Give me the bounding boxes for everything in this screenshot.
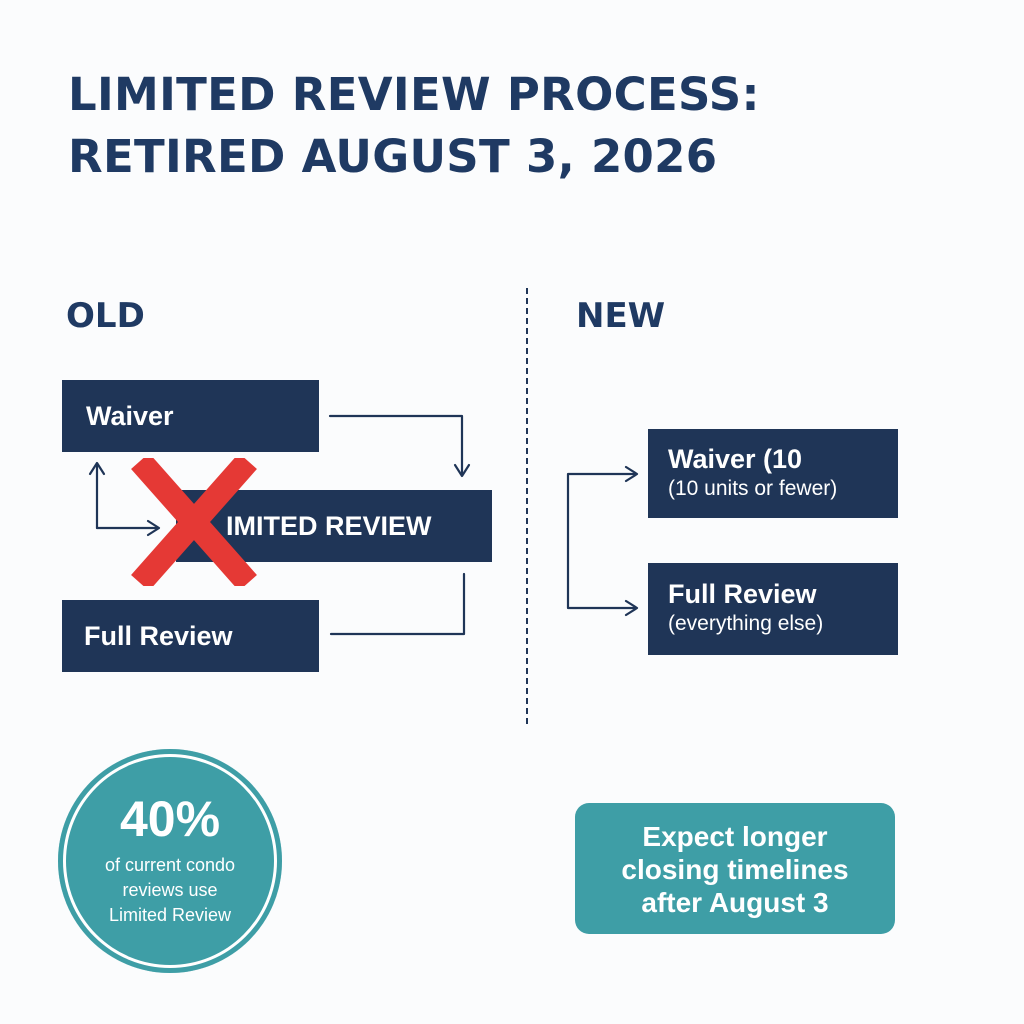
arrow-new-split bbox=[566, 472, 636, 610]
old-limited-review-label: IMITED REVIEW bbox=[226, 511, 432, 541]
new-heading: NEW bbox=[576, 296, 666, 336]
stat-caption-line: reviews use bbox=[122, 880, 218, 900]
old-heading: OLD bbox=[66, 296, 145, 336]
callout-line: Expect longer bbox=[642, 821, 828, 852]
arrow-limited-to-full bbox=[329, 572, 466, 636]
new-full-review-label: Full Review bbox=[668, 579, 817, 609]
arrowhead bbox=[146, 519, 161, 537]
stat-caption-line: of current condo bbox=[104, 855, 236, 875]
old-waiver-label: Waiver bbox=[86, 401, 174, 431]
page-title: LIMITED REVIEW PROCESS: RETIRED AUGUST 3… bbox=[68, 64, 988, 188]
callout-line: closing timelines bbox=[621, 854, 849, 885]
new-waiver-label: Waiver (10 bbox=[668, 444, 803, 474]
new-waiver-detail: (10 units or fewer) bbox=[668, 477, 838, 500]
title-line-2: RETIRED AUGUST 3, 2026 bbox=[68, 130, 718, 183]
arrowhead bbox=[624, 599, 639, 617]
title-line-1: LIMITED REVIEW PROCESS: bbox=[68, 68, 760, 121]
new-full-review-box: Full Review (everything else) bbox=[648, 563, 898, 655]
arrow-waiver-to-limited bbox=[328, 414, 464, 476]
arrowhead bbox=[88, 461, 106, 476]
new-waiver-box: Waiver (10 (10 units or fewer) bbox=[648, 429, 898, 518]
old-waiver-box: Waiver bbox=[62, 380, 319, 452]
old-full-review-label: Full Review bbox=[84, 621, 233, 651]
column-divider bbox=[526, 288, 528, 724]
timeline-callout: Expect longer closing timelines after Au… bbox=[575, 803, 895, 934]
stat-caption-line: Limited Review bbox=[108, 905, 232, 925]
x-icon bbox=[131, 458, 257, 586]
callout-line: after August 3 bbox=[641, 887, 829, 918]
stat-circle: 40% of current condo reviews use Limited… bbox=[58, 749, 282, 973]
stat-value: 40% bbox=[119, 791, 221, 847]
stat-caption: of current condo reviews use Limited Rev… bbox=[78, 853, 262, 928]
arrowhead bbox=[624, 465, 639, 483]
old-full-review-box: Full Review bbox=[62, 600, 319, 672]
new-full-review-detail: (everything else) bbox=[668, 612, 824, 635]
arrowhead bbox=[453, 463, 471, 478]
